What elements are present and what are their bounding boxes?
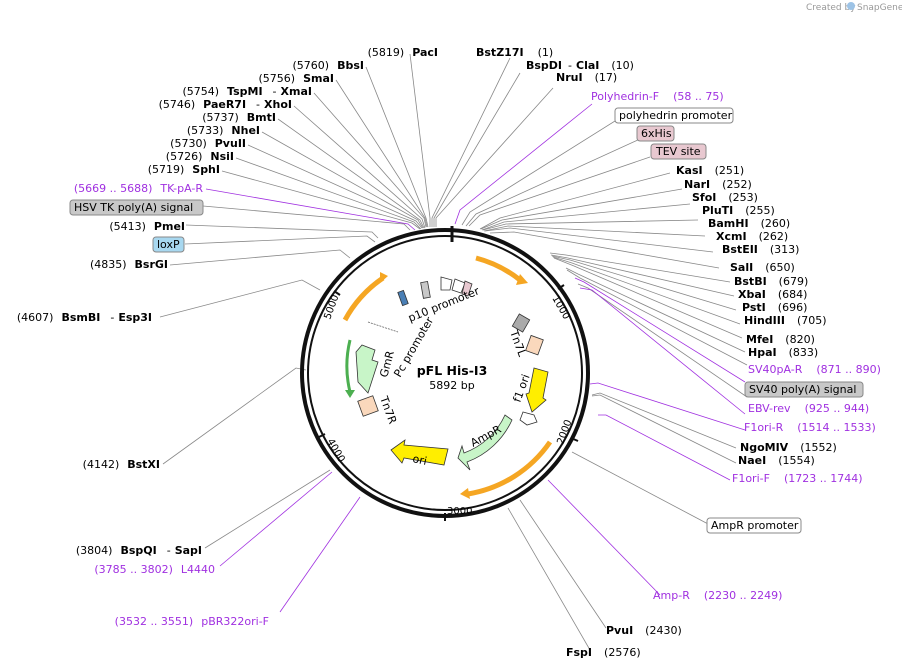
site-mfei: MfeI(820): [746, 333, 815, 346]
site-nari: NarI(252): [684, 178, 752, 191]
enzyme-labels-left: (5819)PacI (5760)BbsI (5756)SmaI (5754)T…: [17, 46, 438, 557]
site-bamhi: BamHI(260): [708, 217, 790, 230]
site-bsmbi: (4607)BsmBI-Esp3I: [17, 311, 152, 324]
snapgene-logo-icon: [847, 2, 855, 10]
created-by-text: Created by: [806, 3, 856, 13]
site-bstxi: (4142)BstXI: [83, 458, 160, 471]
backbone-inner: [307, 235, 583, 511]
site-pluti: PluTI(255): [702, 204, 775, 217]
primer-polyhedrin-f: Polyhedrin-F(58 .. 75): [591, 90, 724, 103]
snapgene-brand: Created by SnapGene: [806, 2, 902, 13]
site-tspmi: (5754)TspMI-XmaI: [182, 85, 312, 98]
site-ngomiv: NgoMIV(1552): [740, 441, 837, 454]
boxed-feature-labels: polyhedrin promoter 6xHis TEV site SV40 …: [69, 107, 864, 534]
site-pmei: (5413)PmeI: [109, 220, 185, 233]
plasmid-length: 5892 bp: [429, 379, 474, 392]
loxp-mark: [397, 289, 409, 307]
primer-amp-r: Amp-R(2230 .. 2249): [653, 589, 782, 602]
site-fspi: FspI(2576): [566, 646, 641, 659]
primer-pbr322ori-f: (3532 .. 3551)pBR322ori-F: [115, 615, 269, 628]
site-nhei: (5733)NheI: [187, 124, 260, 137]
svg-text:SV40 poly(A) signal: SV40 poly(A) signal: [749, 383, 856, 396]
leader-lines: [159, 53, 748, 651]
ampr-arrow: [457, 414, 513, 471]
f1ori-arrow: [525, 367, 549, 413]
site-psti: PstI(696): [742, 301, 807, 314]
box-polyhedrin-promoter: polyhedrin promoter: [614, 107, 734, 124]
site-pvui: PvuI(2430): [606, 624, 682, 637]
tn7l-shape: [525, 334, 544, 356]
gmr-arc: [345, 339, 352, 393]
tick-3000: 3000: [447, 506, 472, 517]
site-sali: SalI(650): [730, 261, 795, 274]
site-smai: (5756)SmaI: [259, 72, 334, 85]
site-hpai: HpaI(833): [748, 346, 818, 359]
site-nsii: (5726)NsiI: [166, 150, 234, 163]
box-6xhis: 6xHis: [636, 125, 675, 142]
label-ori: ori: [411, 452, 428, 468]
tn7r-shape: [357, 395, 379, 417]
ampr-promoter-shape: [519, 411, 538, 426]
hsv-tk-mark: [420, 280, 431, 299]
svg-text:6xHis: 6xHis: [641, 127, 672, 140]
sv40-mark: [511, 313, 531, 333]
box-hsv-tk-polya: HSV TK poly(A) signal: [69, 199, 204, 216]
svg-text:HSV TK poly(A) signal: HSV TK poly(A) signal: [74, 201, 193, 214]
site-paci: (5819)PacI: [368, 46, 438, 59]
p10-promoter-arrow: [440, 276, 453, 291]
site-bsrgi: (4835)BsrGI: [90, 258, 168, 271]
box-sv40-polya: SV40 poly(A) signal: [744, 381, 864, 398]
site-sphi: (5719)SphI: [148, 163, 220, 176]
site-bmti: (5737)BmtI: [202, 111, 276, 124]
site-bsteii: BstEII(313): [722, 243, 799, 256]
site-xcmi: XcmI(262): [716, 230, 788, 243]
tick-4000: 4000: [324, 437, 346, 465]
site-xbai: XbaI(684): [738, 288, 807, 301]
svg-text:polyhedrin promoter: polyhedrin promoter: [619, 109, 733, 122]
site-drui: NruI(17): [556, 71, 617, 84]
primer-sv40pa-r: SV40pA-R(871 .. 890): [748, 363, 881, 376]
label-tn7l: Tn7L: [507, 328, 529, 359]
site-sfoi: SfoI(253): [692, 191, 758, 204]
ori-arrow: [390, 439, 449, 466]
tick-marks: [318, 284, 579, 521]
box-ampr-promoter: AmpR promoter: [706, 517, 802, 534]
gmr-arrow: [355, 344, 379, 394]
site-bspqi: (3804)BspQI-SapI: [76, 544, 202, 557]
primer-tk-pa-r: (5669 .. 5688)TK-pA-R: [74, 182, 204, 195]
svg-text:AmpR promoter: AmpR promoter: [711, 519, 799, 532]
inner-features: [355, 276, 549, 471]
brand-name: SnapGene: [857, 3, 902, 13]
site-bbsi: (5760)BbsI: [293, 59, 364, 72]
plasmid-name: pFL His-I3: [417, 363, 488, 378]
site-bstz17i: BstZ17I(1): [476, 46, 553, 59]
pc-promoter-mark: [367, 321, 399, 333]
svg-text:loxP: loxP: [157, 238, 180, 251]
site-pvuii: (5730)PvuII: [170, 137, 246, 150]
site-naei: NaeI(1554): [738, 454, 815, 467]
primer-labels: Polyhedrin-F(58 .. 75) SV40pA-R(871 .. 8…: [74, 90, 881, 628]
label-tn7r: Tn7R: [377, 394, 399, 426]
box-loxp: loxP: [152, 236, 185, 253]
primer-l4440: (3785 .. 3802)L4440: [94, 563, 215, 576]
orf-arc-left: [342, 275, 385, 322]
orf-arc-bottom: [467, 440, 553, 497]
enzyme-labels-right: BstZ17I(1) BspDI-ClaI(10) NruI(17) KasI(…: [476, 46, 837, 659]
box-tev-site: TEV site: [650, 143, 707, 160]
site-bspdi: BspDI-ClaI(10): [526, 59, 634, 72]
site-bstbi: BstBI(679): [734, 275, 808, 288]
primer-f1ori-r: F1ori-R(1514 .. 1533): [744, 421, 876, 434]
site-paer7i: (5746)PaeR7I-XhoI: [159, 98, 292, 111]
orf-arc-top: [475, 255, 522, 282]
site-kasi: KasI(251): [676, 164, 744, 177]
primer-ebv-rev: EBV-rev(925 .. 944): [748, 402, 869, 415]
site-hindiii: HindIII(705): [744, 314, 827, 327]
leader-bstz17i: [431, 57, 511, 227]
primer-f1ori-f: F1ori-F(1723 .. 1744): [732, 472, 863, 485]
svg-text:TEV site: TEV site: [655, 145, 701, 158]
